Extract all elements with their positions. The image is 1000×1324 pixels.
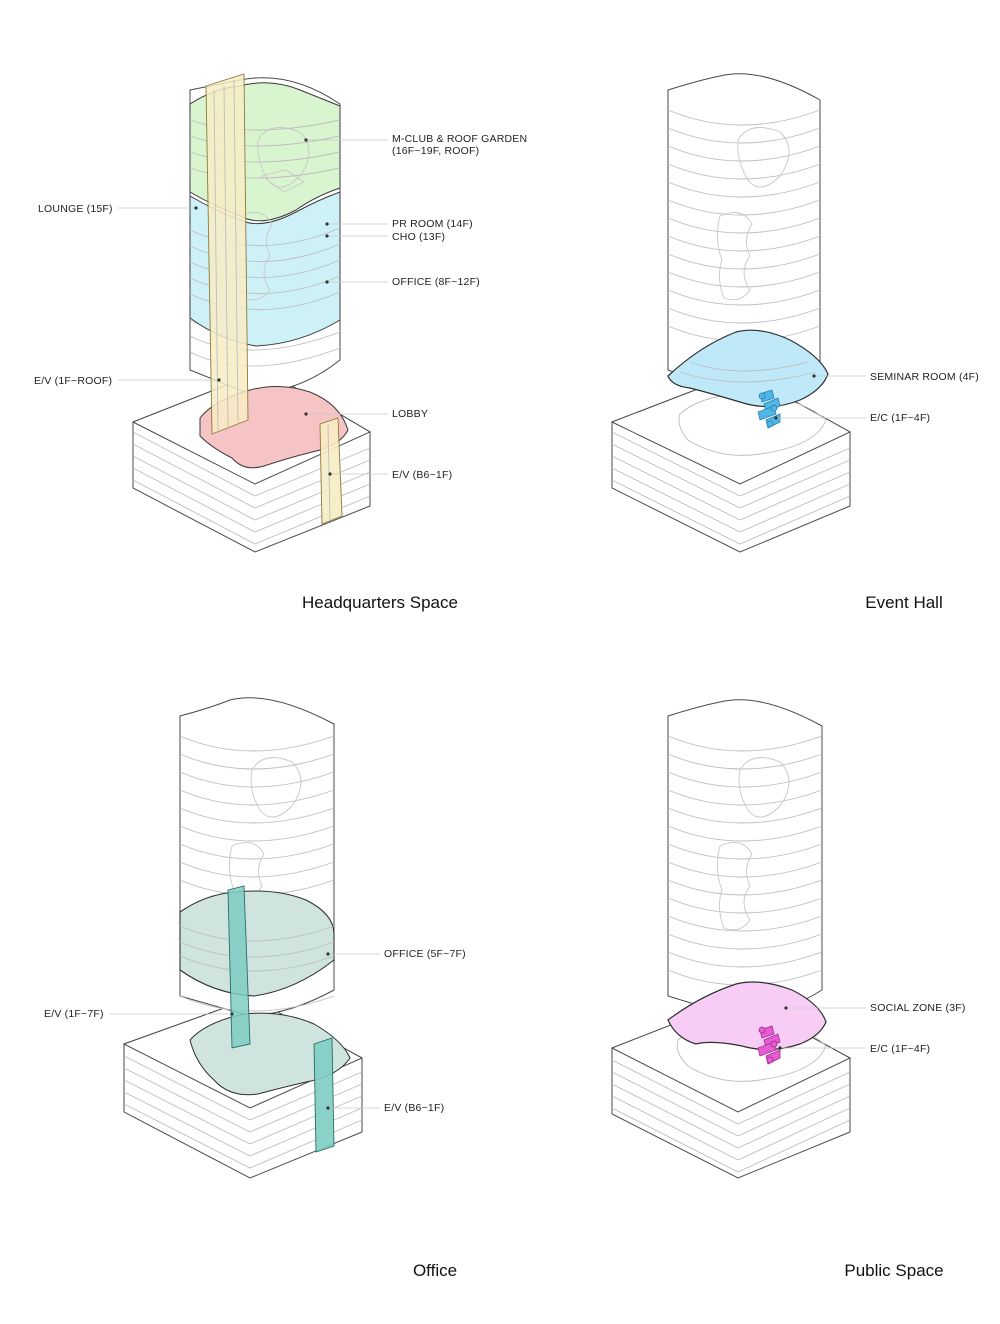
hq-leaders [118,138,388,476]
label-ev-office-b6-1f: E/V (B6~1F) [384,1102,444,1114]
panel-office: OFFICE (5F~7F) E/V (1F~7F) E/V (B6~1F) O… [44,697,466,1280]
label-office-hq: OFFICE (8F~12F) [392,276,480,288]
label-mclub-floors: (16F~19F, ROOF) [392,145,479,157]
label-ec-event: E/C (1F~4F) [870,412,930,424]
label-lobby: LOBBY [392,408,428,420]
panel-event-hall: SEMINAR ROOM (4F) E/C (1F~4F) Event Hall [610,73,979,612]
label-cho: CHO (13F) [392,231,445,243]
elevator-office-b6-1f[interactable] [313,1037,335,1153]
label-social-zone: SOCIAL ZONE (3F) [870,1002,966,1014]
elevator-b6-1f[interactable] [319,417,343,525]
label-seminar-room: SEMINAR ROOM (4F) [870,371,979,383]
label-ev-b6-1f: E/V (B6~1F) [392,469,452,481]
seminar-room-zone[interactable] [667,329,829,408]
caption-headquarters: Headquarters Space [302,593,458,612]
label-office-5f-7f: OFFICE (5F~7F) [384,948,466,960]
label-mclub: M-CLUB & ROOF GARDEN [392,133,527,145]
label-ec-public: E/C (1F~4F) [870,1043,930,1055]
social-zone[interactable] [667,981,827,1051]
panel-headquarters: M-CLUB & ROOF GARDEN (16F~19F, ROOF) LOU… [34,73,527,612]
caption-public-space: Public Space [844,1261,943,1280]
elevator-office-1f-7f[interactable] [227,885,251,1049]
label-pr-room: PR ROOM (14F) [392,218,473,230]
escalator-public[interactable] [757,1025,781,1065]
label-ev-office-1f-7f: E/V (1F~7F) [44,1008,104,1020]
label-ev-1f-roof: E/V (1F~ROOF) [34,375,112,387]
caption-event-hall: Event Hall [865,593,942,612]
office-lobby-zone[interactable] [189,1012,351,1096]
caption-office: Office [413,1261,457,1280]
panel-public-space: SOCIAL ZONE (3F) E/C (1F~4F) Public Spac… [610,699,966,1280]
label-lounge: LOUNGE (15F) [38,203,113,215]
